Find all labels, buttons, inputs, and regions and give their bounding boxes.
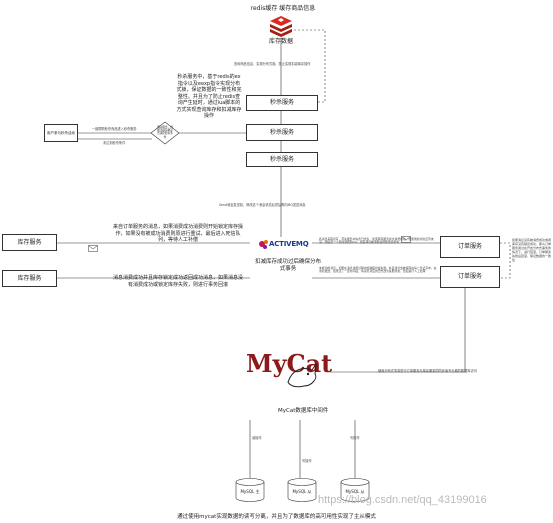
activemq-label: ACTIVEMQ bbox=[269, 240, 309, 248]
redis-subtitle: 库存数据 bbox=[268, 38, 293, 45]
cat-icon bbox=[282, 360, 320, 390]
watermark: https://blog.csdn.net/qq_43199016 bbox=[318, 494, 487, 506]
db-cylinder-3 bbox=[340, 478, 370, 502]
read-label: 读操作 bbox=[252, 436, 262, 440]
redis-link-note: 查询商品信息、实现分布式锁、防止实现扣减库存操作 bbox=[234, 62, 311, 66]
stock-service-1: 库存服务 bbox=[2, 234, 57, 251]
seckill-service-2: 秒杀服务 bbox=[246, 124, 318, 141]
right-side-note: 如果消息没有被消费成功或者库存没有锁定成功，那么订单服务通过在开启分布式事务的情… bbox=[512, 238, 552, 262]
mycat-logo-text: MyCat bbox=[246, 349, 332, 378]
activemq-logo bbox=[256, 238, 316, 254]
mycat-brand: MyCat bbox=[246, 349, 333, 378]
db-label-2: MySQL 从 bbox=[292, 489, 312, 494]
mq-left-note-2: 消息消费成功并且库存锁定成功返回成功消息，如果消息没有消费成功或锁定库存失败，则… bbox=[112, 275, 243, 288]
write-label: 写操作 bbox=[302, 459, 312, 463]
gateway-label: 网关服务，判断当前请求是否满足秒杀条件 bbox=[157, 126, 173, 139]
user-flow-note-2: 未达到秒杀条件 bbox=[103, 141, 126, 145]
stock-service-2: 库存服务 bbox=[2, 270, 57, 287]
mq-left-note: 来自订单服务的消息，如果消费成功消费则开始锁定库存操作，如果没有被成功消费则原进… bbox=[112, 224, 243, 243]
mq-label: 扣减库存成功过后确保分布式事务 bbox=[254, 259, 321, 272]
redis-title: redis缓存 缓存商品信息 bbox=[250, 5, 316, 12]
mycat-link-note: 使用分布式事务进行订单服务与库存服务的同步读写分离的数据库访问 bbox=[378, 369, 477, 373]
seckill-service-3: 秒杀服务 bbox=[246, 152, 318, 167]
db-cylinder-2 bbox=[287, 478, 317, 502]
user-box: 用户参与秒杀活动 bbox=[44, 124, 78, 142]
order-service-2: 订单服务 bbox=[440, 266, 500, 288]
envelope-icon bbox=[401, 228, 411, 247]
order-service-1: 订单服务 bbox=[440, 236, 500, 258]
write-label-2: 写操作 bbox=[350, 436, 360, 440]
mycat-label: MyCat数据库中间件 bbox=[278, 408, 329, 414]
send-msg-note: Send消息发送前，修改这个消息状态后然后再向MQ发送消息 bbox=[219, 203, 306, 207]
seckill-service-1: 秒杀服务 bbox=[246, 95, 318, 111]
bottom-caption: 通过使用mycat实现数据的读写分离，并且为了数据库的高可用性实现了主从模式 bbox=[177, 514, 376, 520]
db-cylinder-1 bbox=[235, 478, 265, 502]
redis-icon bbox=[268, 15, 294, 37]
db-label-3: MySQL 从 bbox=[345, 489, 365, 494]
envelope-icon bbox=[88, 237, 98, 256]
order-right-note-2: 未成功的消息，如果在消息消费过程中加锁超时会失败，并且消息会被保存在每一条记录中… bbox=[319, 266, 437, 274]
order-right-note: 各消息采取双写，首先服务中先查日志表，如果库存服务提交消费成功，如果我的消息还有… bbox=[319, 237, 434, 245]
seckill-note: 秒杀服务中，基于redis的ex指令以及eexp指令实现分布式锁，保证数据的一致… bbox=[176, 74, 242, 119]
gateway-diamond bbox=[150, 121, 180, 145]
user-flow-note: 一键限购秒杀商品进入秒杀服务 bbox=[92, 127, 137, 131]
db-label-1: MySQL 主 bbox=[240, 489, 260, 494]
